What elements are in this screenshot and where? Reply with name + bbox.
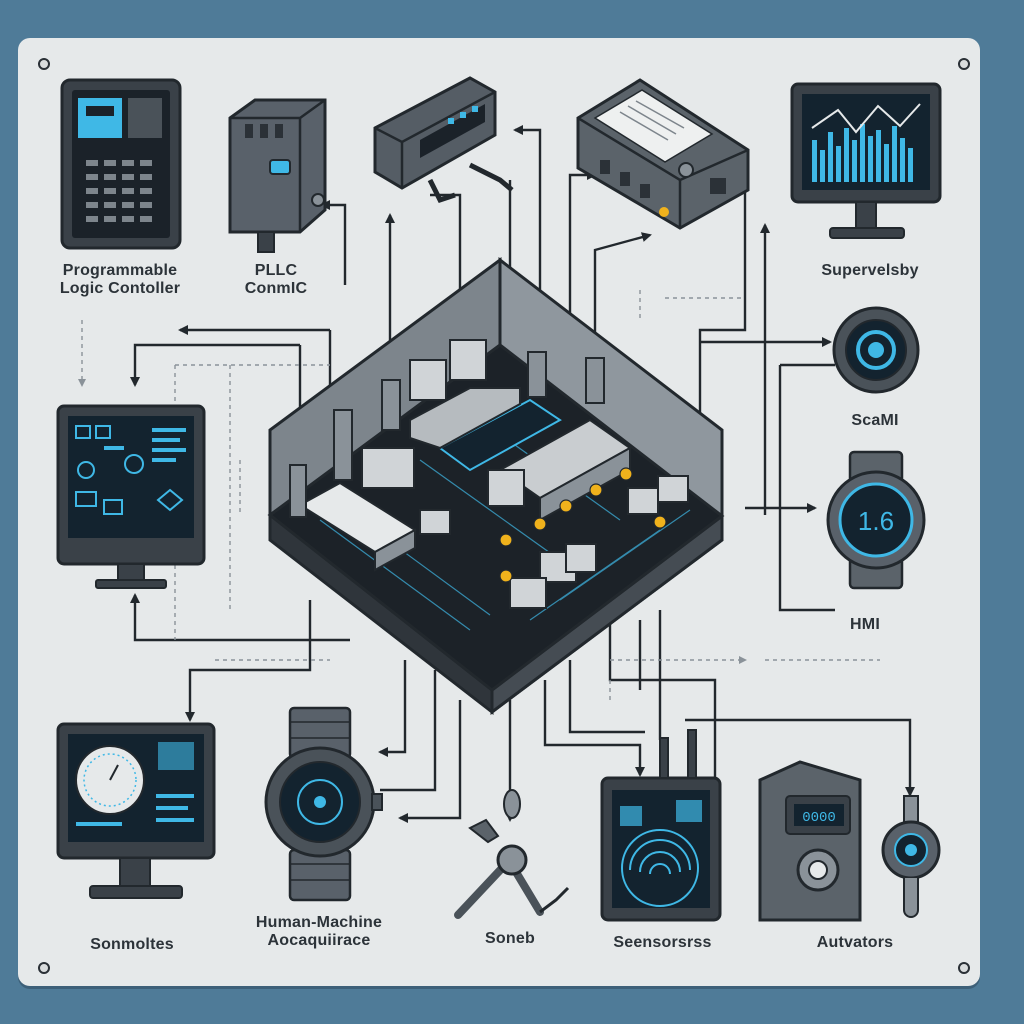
network-switch	[373, 76, 514, 204]
label-soneb: Soneb	[485, 930, 535, 947]
supervisory-monitor	[790, 82, 942, 239]
label-line: Programmable	[62, 262, 178, 279]
label-line: Aocaquiirace	[267, 932, 371, 949]
panel-screw-bottom-right	[958, 962, 970, 974]
central-control-board	[267, 256, 725, 716]
human-machine-watch	[264, 706, 383, 902]
label-hmi: HMI	[850, 616, 880, 633]
gauge-readout: 1.6	[858, 506, 894, 536]
actuator-readout: 0000	[802, 810, 836, 826]
sensors-device	[600, 729, 722, 922]
label-scami: ScaMI	[851, 412, 899, 429]
wrench-tool	[454, 789, 570, 919]
scami-gauge	[832, 306, 920, 394]
label-sensors: Seensorsrss	[613, 934, 712, 951]
label-human-machine: Human-Machine Aocaquiirace	[234, 914, 404, 950]
actuator-probe	[881, 795, 941, 918]
label-line: Logic Contoller	[59, 280, 181, 297]
label-pllc-conmic: PLLC ConmIC	[226, 262, 326, 298]
plc-tablet	[60, 78, 182, 250]
pllc-module	[228, 98, 327, 253]
label-line: Human-Machine	[255, 914, 383, 931]
label-line: ConmIC	[244, 280, 308, 297]
controller-box	[576, 78, 750, 230]
panel-screw-top-left	[38, 58, 50, 70]
label-supervisory: Supervelsby	[821, 262, 919, 279]
label-programmable-logic-controller: Programmable Logic Contoller	[40, 262, 200, 298]
label-sonmoltes: Sonmoltes	[90, 936, 174, 953]
sonmoltes-monitor	[56, 722, 216, 899]
panel-screw-bottom-left	[38, 962, 50, 974]
label-line: PLLC	[254, 262, 298, 279]
hmi-watch: 1.6	[826, 450, 926, 590]
actuator-unit: 0000	[758, 760, 862, 922]
panel-screw-top-right	[958, 58, 970, 70]
label-actuators: Autvators	[816, 934, 894, 951]
left-workstation-monitor	[56, 404, 206, 589]
